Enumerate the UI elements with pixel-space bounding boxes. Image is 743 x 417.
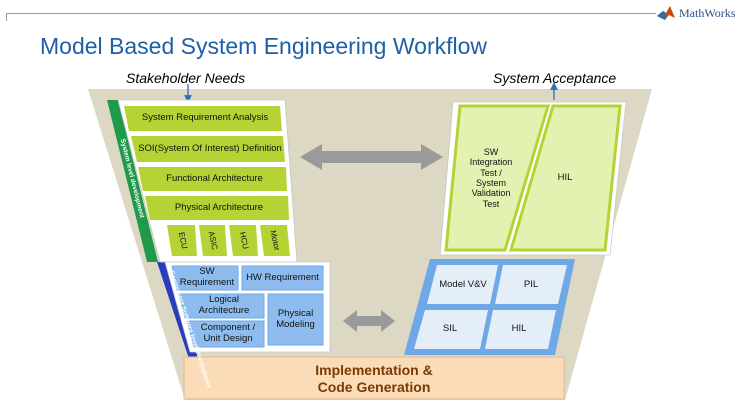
header-rule-tick: [6, 13, 7, 21]
pil-label: PIL: [523, 278, 539, 290]
block-sil: [414, 310, 488, 349]
block-functional-architecture: [138, 167, 287, 191]
header-rule: [6, 13, 656, 14]
block-component-design: [186, 320, 265, 348]
block-logical-architecture: [178, 293, 265, 319]
system-acceptance-label: System Acceptance: [493, 70, 617, 86]
system-level-bar: [107, 100, 158, 262]
mathworks-logo: MathWorks: [656, 4, 740, 22]
soi-definition-label: SOI(System Of Interest) Definition: [138, 142, 282, 154]
block-sw-integration: [444, 104, 551, 252]
brand-name: MathWorks: [679, 5, 736, 20]
block-physical-architecture: [145, 196, 289, 220]
stakeholder-needs-label: Stakeholder Needs: [126, 70, 246, 86]
sub-motor: [260, 225, 290, 256]
sub-asic: [199, 225, 227, 256]
implementation-label: Implementation & Code Generation: [184, 360, 564, 398]
sw-requirement-label: SW Requirement: [179, 266, 235, 288]
block-soi-definition: [131, 136, 285, 162]
model-vv-label: Model V&V: [439, 278, 487, 290]
implementation-box: [183, 356, 565, 400]
implementation-line-1: Implementation &: [315, 361, 433, 378]
sub-hcu: [229, 225, 258, 256]
physical-architecture-label: Physical Architecture: [174, 201, 264, 213]
upper-double-arrow: [300, 144, 443, 170]
sub-ecu: [167, 225, 197, 256]
functional-architecture-label: Functional Architecture: [166, 172, 263, 184]
block-hil-verification: [485, 310, 556, 349]
implementation-line-2: Code Generation: [317, 379, 431, 395]
hil-acceptance-label: HIL: [557, 171, 573, 183]
sil-label: SIL: [442, 323, 458, 335]
block-physical-modeling: [267, 293, 324, 346]
lower-double-arrow: [343, 310, 395, 332]
block-model-vv: [427, 265, 498, 304]
hil-verification-label: HIL: [511, 323, 527, 335]
block-system-requirement: [124, 106, 282, 131]
page-title: Model Based System Engineering Workflow: [40, 33, 488, 59]
block-sw-requirement: [171, 265, 239, 291]
component-design-label: Component / Unit Design: [200, 322, 256, 344]
physical-modeling-label: Physical Modeling: [276, 307, 315, 330]
sw-integration-label: SW Integration Test / System Validation …: [469, 146, 513, 209]
hw-requirement-label: HW Requirement: [246, 271, 319, 283]
block-hil-acceptance: [509, 104, 622, 252]
block-pil: [495, 265, 567, 304]
system-requirement-label: System Requirement Analysis: [141, 112, 269, 124]
block-hw-requirement: [241, 265, 324, 291]
membrane-logo-icon: [657, 6, 675, 20]
logical-architecture-label: Logical Architecture: [198, 294, 250, 316]
